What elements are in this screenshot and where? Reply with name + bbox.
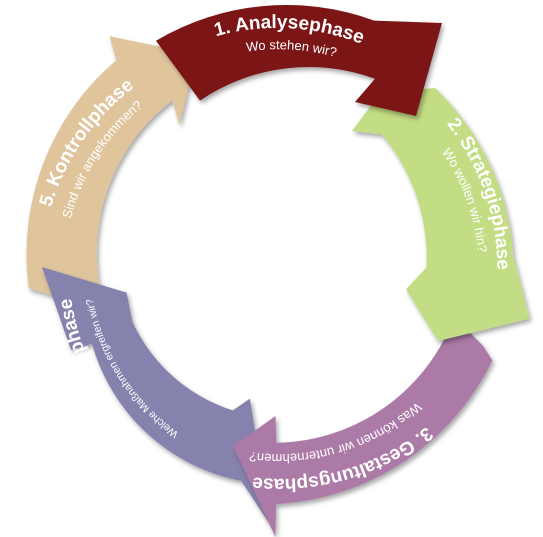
arrow-kontrollphase bbox=[26, 36, 196, 324]
arrow-strategiephase bbox=[352, 88, 530, 341]
arrow-gestaltungsphase bbox=[233, 291, 493, 537]
arrow-realisierungsphase bbox=[42, 267, 270, 525]
arrow-analysephase bbox=[156, 5, 442, 116]
